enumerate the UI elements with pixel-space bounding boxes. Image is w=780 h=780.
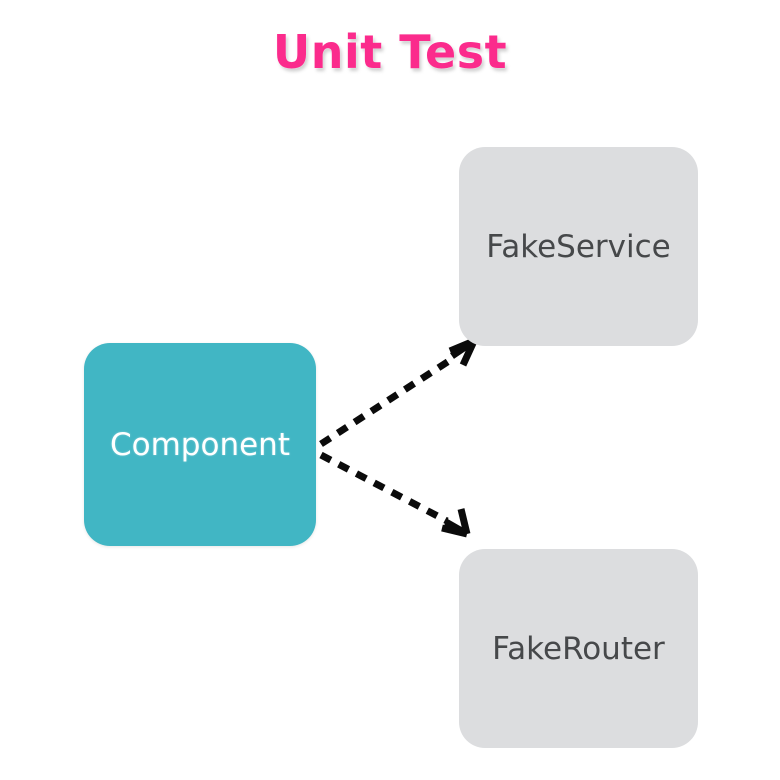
node-fakerouter-label: FakeRouter <box>492 630 665 667</box>
edge-line-to-fakerouter <box>319 451 449 525</box>
edge-component-to-fakerouter <box>319 451 471 538</box>
node-fakeservice-label: FakeService <box>486 228 671 265</box>
arrowhead-to-fakerouter <box>441 508 471 538</box>
node-component-label: Component <box>110 426 290 463</box>
edge-component-to-fakeservice <box>319 337 478 447</box>
edge-line-to-fakeservice <box>319 354 457 447</box>
node-fakerouter[interactable]: FakeRouter <box>459 549 698 748</box>
arrowhead-to-fakeservice <box>448 337 478 367</box>
node-component[interactable]: Component <box>84 343 316 546</box>
page-title: Unit Test <box>270 23 509 81</box>
node-fakeservice[interactable]: FakeService <box>459 147 698 346</box>
